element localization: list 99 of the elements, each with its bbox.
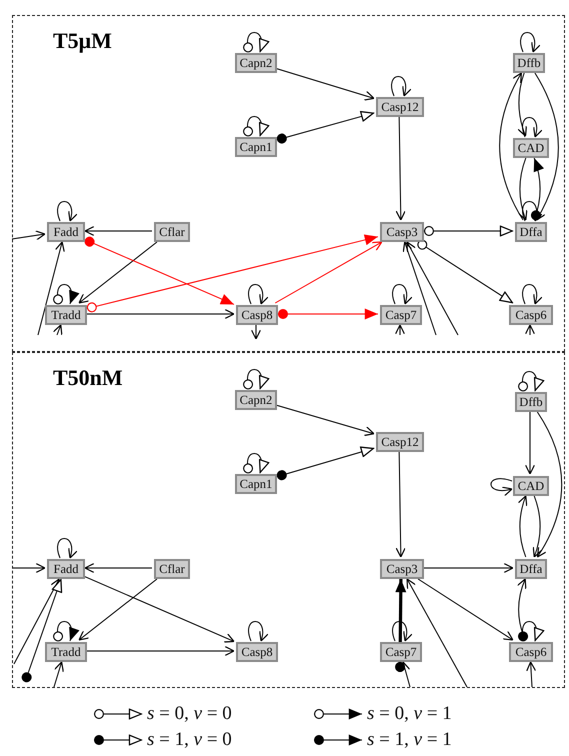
arrow <box>86 308 235 320</box>
arrow <box>418 578 514 641</box>
self-loop-arrow <box>522 284 542 305</box>
arrow <box>250 324 262 340</box>
self-loop-arrow <box>392 621 412 642</box>
gene-box: Casp8 <box>236 642 278 662</box>
gene-box: Casp3 <box>380 559 424 579</box>
condition-panel <box>12 15 565 352</box>
arrow <box>278 308 378 320</box>
gene-box: Dffb <box>513 53 545 73</box>
arrow <box>86 646 235 656</box>
gene-box: Tradd <box>45 642 87 662</box>
arrow <box>424 562 514 574</box>
gene-box: Dffa <box>515 222 547 242</box>
arrow <box>54 661 64 688</box>
arrow <box>84 236 234 305</box>
arrow <box>526 661 536 688</box>
arrow <box>536 412 562 558</box>
self-loop-arrow <box>520 32 540 53</box>
arrow <box>518 158 528 221</box>
self-loop-arrow <box>518 621 544 642</box>
arrow <box>276 446 374 480</box>
arrow <box>78 242 158 304</box>
self-loop-arrow <box>54 621 79 642</box>
gene-box: Capn1 <box>235 137 277 157</box>
self-loop-arrow <box>518 371 544 392</box>
panel-title: T5μM <box>53 28 112 54</box>
arrow <box>86 234 378 312</box>
arrow <box>518 72 528 137</box>
self-loop-arrow <box>248 621 268 642</box>
gene-box: CAD <box>513 476 549 496</box>
gene-box: Capn1 <box>235 474 277 494</box>
self-loop-arrow <box>392 284 412 305</box>
gene-box: Fadd <box>47 559 85 579</box>
gene-box: CAD <box>513 138 549 158</box>
arrow <box>52 324 62 336</box>
self-loop-arrow <box>244 116 268 136</box>
arrow <box>84 562 152 574</box>
self-loop-arrow <box>244 32 268 52</box>
self-loop-arrow <box>522 201 542 222</box>
arrow <box>396 116 406 221</box>
self-loop-arrow <box>522 117 542 138</box>
arrow <box>534 72 559 221</box>
self-loop-arrow <box>54 284 79 304</box>
self-loop-arrow <box>57 201 78 222</box>
self-loop-arrow <box>391 76 412 97</box>
arrow <box>276 111 374 144</box>
gene-box: Casp12 <box>376 432 424 452</box>
arrow <box>524 324 536 336</box>
gene-box: Casp6 <box>509 305 553 325</box>
gene-box: Capn2 <box>235 390 277 410</box>
gene-box: Cflar <box>154 222 190 242</box>
arrow <box>524 412 536 475</box>
arrow <box>396 452 406 558</box>
arrow <box>402 241 436 336</box>
gene-box: Tradd <box>45 305 87 325</box>
self-loop-arrow <box>244 453 268 474</box>
gene-box: Casp3 <box>380 222 424 242</box>
arrow <box>406 241 458 336</box>
self-loop-arrow <box>248 284 268 305</box>
arrow <box>276 404 375 436</box>
legend-text: s = 1, v = 0 <box>147 729 232 751</box>
arrow <box>38 241 65 336</box>
arrow <box>12 230 46 240</box>
gene-box: Capn2 <box>235 53 277 73</box>
gene-box: Cflar <box>154 559 190 579</box>
arrow <box>518 495 528 558</box>
self-loop-arrow <box>57 538 78 559</box>
legend-text: s = 0, v = 0 <box>147 703 232 725</box>
gene-box: Casp7 <box>380 305 422 325</box>
gene-box: Casp8 <box>236 305 278 325</box>
arrow <box>84 576 235 643</box>
legend-text: s = 0, v = 1 <box>367 703 452 725</box>
arrow <box>276 68 375 101</box>
gene-box: Casp12 <box>376 97 424 117</box>
legend-text: s = 1, v = 1 <box>367 729 452 751</box>
gene-box: Casp6 <box>509 642 553 662</box>
gene-box: Fadd <box>47 222 85 242</box>
gene-box: Dffa <box>515 559 547 579</box>
arrow <box>14 578 60 664</box>
self-loop-arrow <box>490 478 513 496</box>
arrow <box>22 578 62 682</box>
arrow <box>274 241 382 304</box>
gene-box: Casp7 <box>380 642 422 662</box>
arrow <box>406 578 468 688</box>
arrow <box>12 562 46 574</box>
self-loop-arrow <box>244 369 268 390</box>
arrow <box>417 240 514 304</box>
arrow <box>499 72 524 220</box>
gene-box: Dffb <box>515 392 547 412</box>
arrow <box>400 661 410 688</box>
arrow <box>78 578 158 641</box>
arrow <box>424 226 514 236</box>
arrow <box>394 324 406 336</box>
panel-title: T50nM <box>53 365 123 391</box>
condition-panel <box>12 352 565 688</box>
arrow <box>530 158 544 220</box>
arrow <box>532 496 542 558</box>
arrow <box>84 226 152 236</box>
